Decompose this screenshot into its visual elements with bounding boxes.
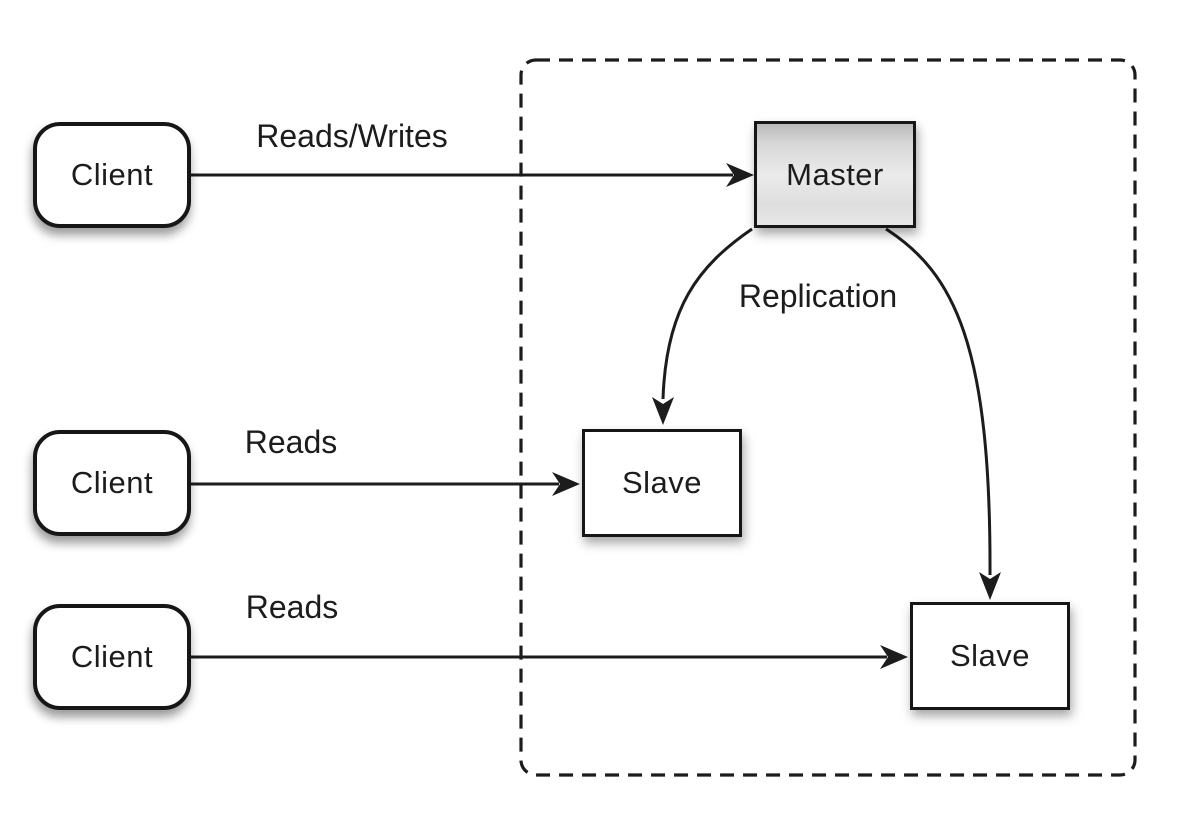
node-slave-left: Slave	[582, 429, 742, 537]
edge-reads-bottom-arrowhead-icon	[880, 645, 908, 669]
edge-reads-writes-arrowhead-icon	[726, 163, 754, 187]
edge-replication-right-curve	[885, 227, 992, 576]
node-master: Master	[754, 121, 916, 228]
edge-reads-middle-arrowhead-icon	[552, 472, 580, 496]
edge-replication-left-curve	[661, 227, 753, 400]
edge-label-reads-bottom: Reads	[245, 589, 339, 625]
node-client-top: Client	[33, 122, 191, 228]
edge-label-replication: Replication	[738, 278, 898, 314]
replication-boundary-dashed-box	[519, 58, 1137, 777]
node-slave-left-label: Slave	[621, 465, 703, 500]
edge-label-reads-middle: Reads	[244, 424, 338, 460]
node-client-bottom: Client	[33, 604, 191, 710]
node-client-top-label: Client	[70, 157, 154, 192]
edge-replication-left-arrowhead-icon	[652, 397, 674, 425]
node-client-middle-label: Client	[70, 465, 154, 500]
edge-replication-right-arrowhead-icon	[979, 572, 1001, 600]
node-client-middle: Client	[33, 430, 191, 536]
node-slave-right-label: Slave	[949, 638, 1031, 673]
node-master-label: Master	[786, 156, 884, 192]
node-slave-right: Slave	[910, 602, 1070, 710]
edge-label-reads-writes: Reads/Writes	[256, 118, 448, 154]
node-client-bottom-label: Client	[70, 639, 154, 674]
